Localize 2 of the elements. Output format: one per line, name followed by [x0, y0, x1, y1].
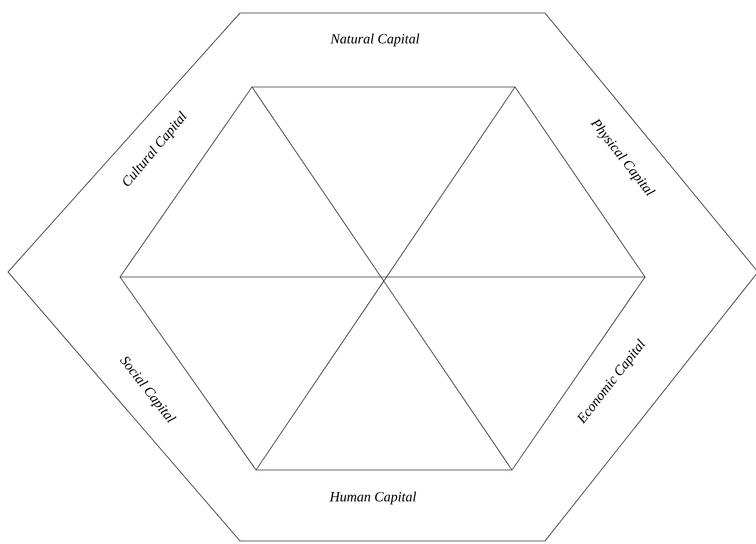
sector-label: Natural Capital: [330, 34, 420, 46]
sector-label: Human Capital: [329, 492, 416, 504]
